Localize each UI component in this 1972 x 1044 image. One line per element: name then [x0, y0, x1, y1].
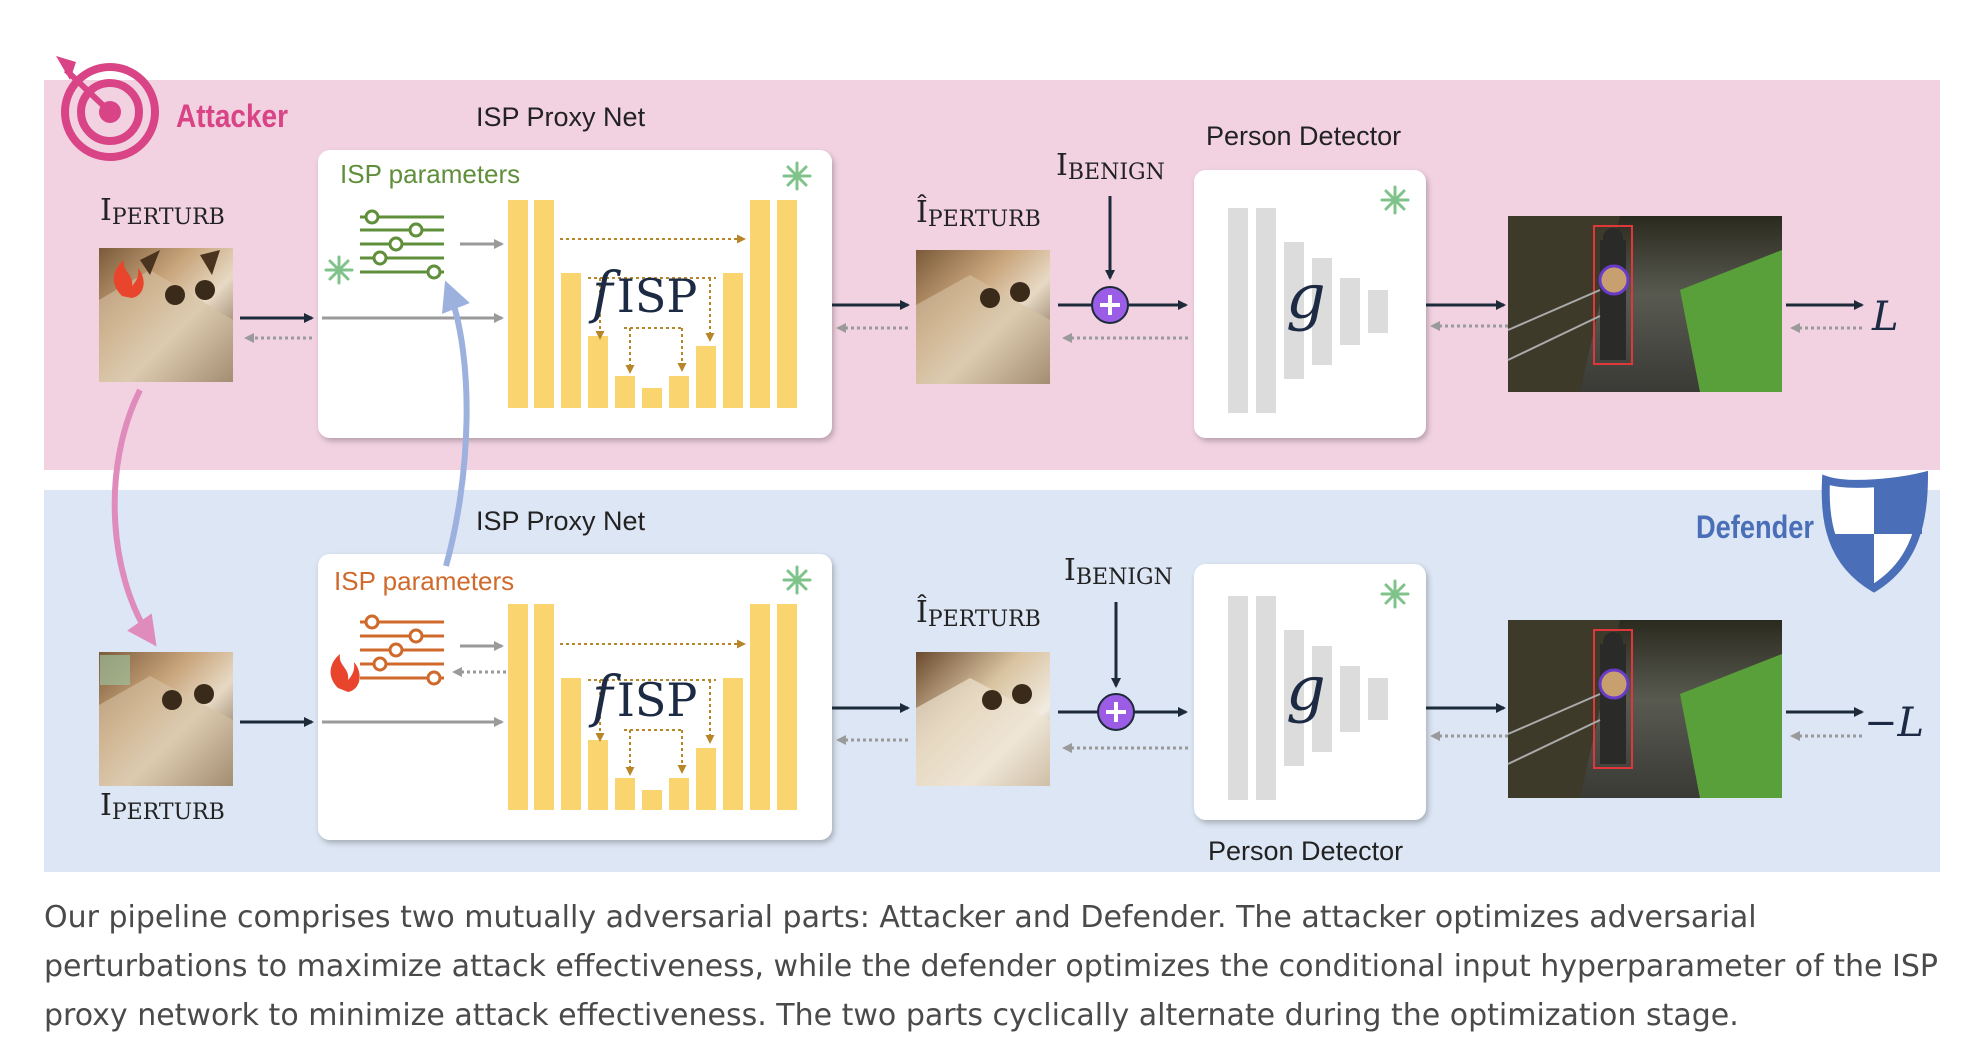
- figure-caption: Our pipeline comprises two mutually adve…: [44, 900, 1938, 1033]
- flame-icon: [113, 260, 144, 298]
- defender-output-image: [916, 652, 1050, 786]
- attacker-isp-network: [508, 200, 797, 408]
- defender-detector-network: [1228, 596, 1388, 800]
- plus-circle-icon: [1091, 286, 1129, 324]
- defender-output-label: ÎPERTURB: [916, 594, 1041, 632]
- attacker-loss: L: [1871, 294, 1899, 340]
- defender-f-isp: fISP: [588, 665, 697, 730]
- attacker-input-label: IPERTURB: [100, 193, 225, 230]
- defender-loss: −L: [1864, 700, 1924, 746]
- attacker-params-label: ISP parameters: [340, 159, 520, 189]
- defender-detector-box: [1194, 564, 1426, 820]
- attacker-output-label: ÎPERTURB: [916, 194, 1041, 232]
- attacker-detector-title: Person Detector: [1206, 121, 1401, 151]
- defender-isp-network: [508, 604, 797, 810]
- attacker-g-symbol: g: [1286, 260, 1326, 333]
- attacker-detector-box: [1194, 170, 1426, 438]
- snowflake-icon: [782, 161, 812, 191]
- perturbation-transfer-arrow: [111, 388, 157, 647]
- flame-icon: [330, 654, 360, 692]
- sliders-icon: [360, 614, 444, 686]
- attacker-benign-label: IBENIGN: [1056, 148, 1165, 185]
- snowflake-icon: [1380, 185, 1410, 215]
- snowflake-icon: [324, 255, 354, 285]
- snowflake-icon: [1380, 579, 1410, 609]
- snowflake-icon: [782, 565, 812, 595]
- attacker-detector-network: [1228, 208, 1388, 413]
- defender-detection-image: [1507, 620, 1782, 798]
- attacker-detection-image: [1507, 216, 1782, 392]
- attacker-output-image: [916, 250, 1050, 384]
- defender-params-label: ISP parameters: [334, 566, 514, 596]
- sliders-icon: [360, 209, 444, 280]
- attacker-panel: Attacker IPERTURB ISP Proxy Net ISP para…: [44, 56, 1940, 470]
- defender-input-label: IPERTURB: [100, 788, 225, 825]
- attacker-proxy-title: ISP Proxy Net: [476, 102, 646, 132]
- defender-detector-title: Person Detector: [1208, 836, 1403, 866]
- defender-g-symbol: g: [1286, 652, 1326, 725]
- params-transfer-arrow: [441, 280, 470, 567]
- attacker-label: Attacker: [176, 98, 288, 134]
- defender-panel: Defender ISP Proxy Net IPERTURB ISP para…: [44, 470, 1940, 872]
- defender-input-image: [99, 652, 233, 786]
- plus-circle-icon: [1097, 693, 1135, 731]
- defender-label: Defender: [1696, 509, 1814, 545]
- shield-icon: [1821, 470, 1929, 593]
- target-icon: [56, 56, 159, 161]
- attacker-f-isp: fISP: [588, 261, 697, 326]
- defender-benign-label: IBENIGN: [1064, 553, 1173, 590]
- defender-proxy-title: ISP Proxy Net: [476, 506, 646, 536]
